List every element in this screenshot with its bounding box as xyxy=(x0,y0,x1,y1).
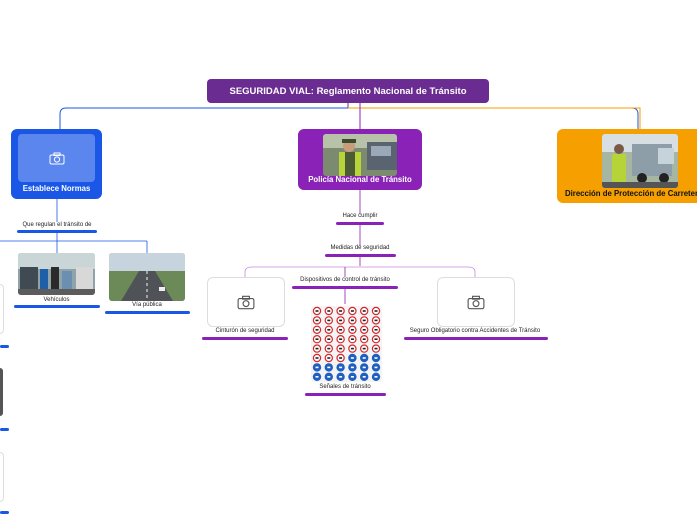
subtopic-hace-cumplir[interactable]: Hace cumplir xyxy=(342,213,378,219)
senales-chart-image xyxy=(311,306,382,382)
policia-photo xyxy=(323,134,397,176)
vehiculos-photo xyxy=(18,253,95,295)
camera-icon xyxy=(49,152,64,164)
offscreen-underline xyxy=(0,511,9,514)
via-publica-photo xyxy=(109,253,185,301)
subtopic-underline xyxy=(292,286,398,289)
offscreen-underline xyxy=(0,428,9,431)
offscreen-node[interactable] xyxy=(0,284,4,334)
direccion-photo xyxy=(602,134,678,188)
subtopic-senales[interactable]: Señales de tránsito xyxy=(319,384,371,390)
camera-icon xyxy=(467,295,485,309)
offscreen-node[interactable] xyxy=(0,452,4,502)
subtopic-underline xyxy=(202,337,288,340)
subtopic-dispositivos[interactable]: Dispositivos de control de tránsito xyxy=(300,277,390,283)
root-topic[interactable]: SEGURIDAD VIAL: Reglamento Nacional de T… xyxy=(207,79,489,103)
subtopic-via-publica[interactable]: Vía pública xyxy=(132,302,162,308)
subtopic-underline xyxy=(14,305,100,308)
topic-label: Dirección de Protección de Carreteras xyxy=(565,189,697,198)
subtopic-underline xyxy=(17,230,97,233)
subtopic-seguro[interactable]: Seguro Obligatorio contra Accidentes de … xyxy=(409,328,541,334)
subtopic-vehiculos[interactable]: Vehículos xyxy=(43,297,70,303)
root-title: SEGURIDAD VIAL: Reglamento Nacional de T… xyxy=(229,85,467,97)
subtopic-underline xyxy=(325,254,396,257)
offscreen-photo xyxy=(0,368,3,416)
topic-direccion-proteccion[interactable]: Dirección de Protección de Carreteras xyxy=(557,129,697,203)
subtopic-underline xyxy=(336,222,384,225)
subtopic-underline xyxy=(404,337,548,340)
subtopic-underline xyxy=(305,393,386,396)
offscreen-underline xyxy=(0,345,9,348)
subtopic-medidas[interactable]: Medidas de seguridad xyxy=(330,245,390,251)
seguro-image-card[interactable] xyxy=(437,277,515,327)
topic-establece-normas[interactable]: Establece Normas xyxy=(11,129,102,199)
image-placeholder xyxy=(18,134,95,182)
subtopic-underline xyxy=(105,311,190,314)
subtopic-cinturon[interactable]: Cinturón de seguridad xyxy=(215,328,275,334)
topic-label: Policía Nacional de Tránsito xyxy=(308,175,412,184)
camera-icon xyxy=(237,295,255,309)
topic-label: Establece Normas xyxy=(22,184,91,193)
subtopic-que-regulan[interactable]: Que regulan el tránsito de xyxy=(22,222,92,228)
cinturon-image-card[interactable] xyxy=(207,277,285,327)
topic-policia-nacional[interactable]: Policía Nacional de Tránsito xyxy=(298,129,422,190)
